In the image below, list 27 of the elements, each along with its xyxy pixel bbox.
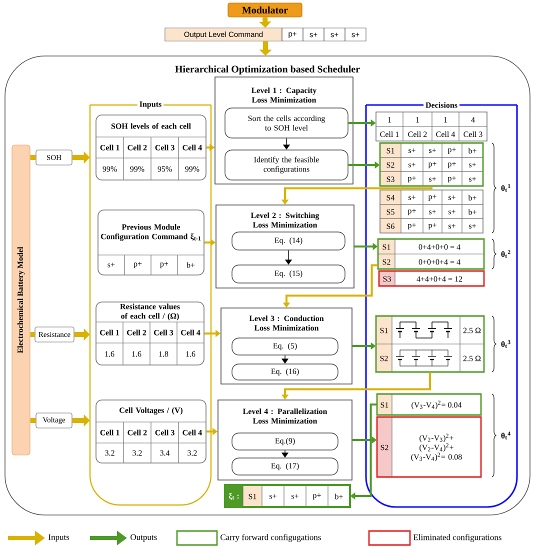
- data-table: Cell Voltages / (V) Cell 1 Cell 2 Cell 3 Cell 4 3.2 3.2 3.4 3.2: [96, 400, 206, 464]
- decision-table: S4 s+ p+ s+ b+ S5 p+ s+ s+ b+ S6 p+ p+ s+ s+: [380, 190, 484, 234]
- decision-table: S3 4+4+0+4 = 12: [378, 270, 485, 287]
- step-box: Eq. (15): [232, 264, 346, 284]
- legend-label: Outputs: [130, 534, 157, 542]
- legend-label: Eliminated configurations: [413, 534, 502, 542]
- node-label: Inputs: [140, 102, 162, 108]
- legend-label: Carry forward configugations: [220, 534, 321, 542]
- step-box: Eq. (16): [232, 364, 338, 380]
- step-box: Eq. (14): [232, 232, 346, 250]
- step-box: Eq.(9): [232, 432, 338, 450]
- decision-table: S2 (V$_{2}$-V$_{3}$)$^{2}$+ (V$_{2}$-V$_{4}$)$^{2}$+ (V$_{3}$-V$_{4}$)$^{2}$= 0.08: [376, 416, 482, 478]
- step-box: Eq. (5): [232, 338, 338, 356]
- step-box: Identify the feasible configurations: [224, 150, 348, 180]
- battery-model-bar: Electrochemical Battery Model: [12, 144, 30, 456]
- step-box: Eq. (17): [232, 458, 338, 476]
- data-table: Resistance values of each cell / (Ω) Cell 1 Cell 2 Cell 3 Cell 4 1.6 1.6 1.8 1.6: [96, 302, 204, 366]
- decision-table: S1 (V$_{3}$-V$_{4}$)$^{2}$= 0.04: [376, 393, 482, 416]
- result-bar: ξ$_{t}$ : S1 s+ s+ p+ b+: [224, 484, 351, 508]
- title-box: Modulator: [228, 2, 302, 18]
- step-box: Sort the cells according to SOH level: [224, 108, 348, 138]
- decision-table: S1 2.5 Ω S2 2.5 Ω: [375, 315, 485, 373]
- data-table: SOH levels of each cell Cell 1 Cell 2 Cell 3 Cell 4 99% 99% 95% 99%: [96, 114, 206, 180]
- node-label: Decisions: [426, 102, 458, 108]
- data-table: Previous Module Configuration Command ξ$_{t-1}$ s+ p+ p+ b+: [98, 210, 204, 276]
- legend-label: Inputs: [48, 534, 70, 542]
- decision-table: S1 0+4+0+0 = 4 S2 0+0+0+4 = 4: [377, 238, 485, 270]
